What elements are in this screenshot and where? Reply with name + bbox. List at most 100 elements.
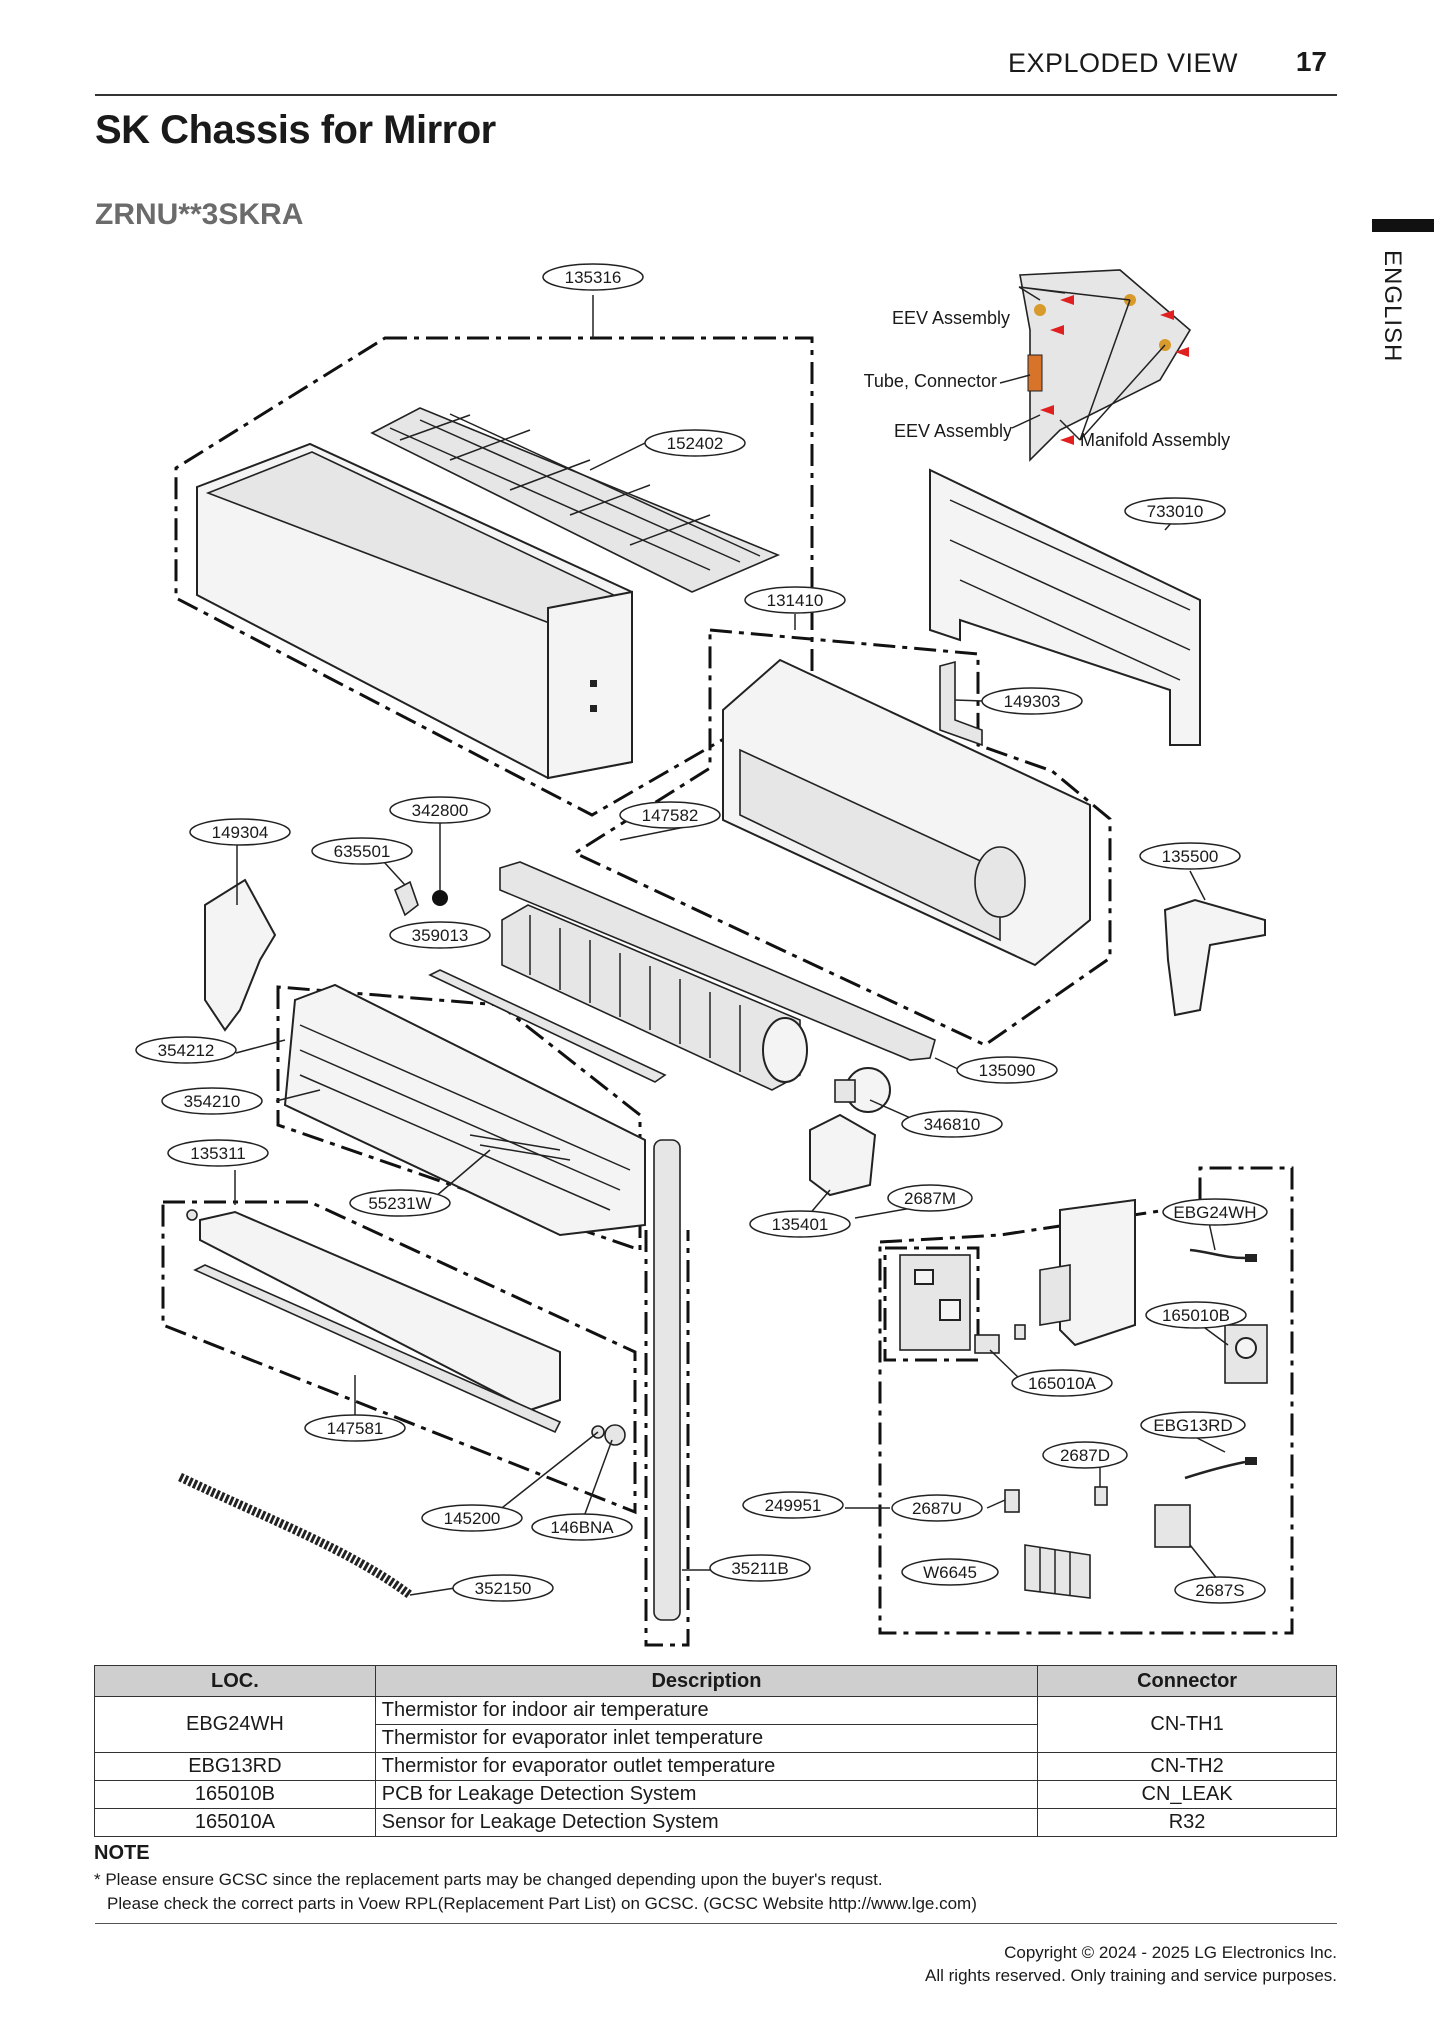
tube-connector-icon bbox=[1027, 354, 1043, 392]
note-line-1: * Please ensure GCSC since the replaceme… bbox=[94, 1870, 883, 1889]
svg-text:35211B: 35211B bbox=[731, 1559, 788, 1578]
svg-text:145200: 145200 bbox=[444, 1509, 501, 1528]
callout-149304[interactable]: 149304 bbox=[189, 818, 291, 846]
svg-text:W6645: W6645 bbox=[923, 1563, 977, 1582]
callout-EBG24WH[interactable]: EBG24WH bbox=[1162, 1198, 1268, 1226]
callout-165010B[interactable]: 165010B bbox=[1145, 1301, 1247, 1329]
callout-145200[interactable]: 145200 bbox=[421, 1504, 523, 1532]
part-drain-hose bbox=[178, 1472, 413, 1599]
svg-text:147581: 147581 bbox=[327, 1419, 384, 1438]
part-main-pcb bbox=[899, 1254, 971, 1351]
svg-text:135090: 135090 bbox=[979, 1061, 1036, 1080]
callout-146BNA[interactable]: 146BNA bbox=[531, 1513, 633, 1541]
part-strip-354212 bbox=[428, 969, 667, 1083]
eev-assembly-top-label: EEV Assembly bbox=[892, 308, 1010, 328]
table-row: 165010B PCB for Leakage Detection System… bbox=[94, 1780, 1337, 1809]
part-control-box bbox=[1039, 1198, 1136, 1347]
svg-text:135401: 135401 bbox=[772, 1215, 829, 1234]
part-evaporator bbox=[283, 983, 646, 1237]
callout-2687U[interactable]: 2687U bbox=[891, 1494, 983, 1522]
page-title: SK Chassis for Mirror bbox=[95, 108, 496, 152]
model-number: ZRNU**3SKRA bbox=[95, 198, 304, 231]
note-heading: NOTE bbox=[94, 1842, 150, 1864]
connector-cell: CN-TH1 bbox=[1037, 1696, 1337, 1753]
callout-2687S[interactable]: 2687S bbox=[1174, 1576, 1266, 1604]
language-tab-label[interactable]: ENGLISH bbox=[1379, 250, 1406, 363]
callout-W6645[interactable]: W6645 bbox=[901, 1558, 999, 1586]
description-cell: Thermistor for evaporator inlet temperat… bbox=[374, 1724, 1039, 1753]
callout-147581[interactable]: 147581 bbox=[304, 1414, 406, 1442]
cabinet-button-icon bbox=[590, 680, 597, 687]
parts-table: LOC. Description Connector EBG24WH Therm… bbox=[94, 1665, 1337, 1837]
part-screw-135311 bbox=[186, 1209, 198, 1221]
callout-135401[interactable]: 135401 bbox=[749, 1210, 851, 1238]
part-thermistor-EBG24WH bbox=[1189, 1248, 1257, 1262]
valve-icon bbox=[1034, 304, 1046, 316]
part-2687D bbox=[1094, 1486, 1108, 1506]
part-front-grille bbox=[370, 407, 781, 593]
svg-text:149304: 149304 bbox=[212, 823, 269, 842]
callout-EBG13RD[interactable]: EBG13RD bbox=[1140, 1411, 1246, 1439]
part-vane-135090 bbox=[499, 861, 936, 1061]
part-cabinet-frame bbox=[196, 442, 633, 780]
svg-text:55231W: 55231W bbox=[368, 1194, 431, 1213]
part-fan-blower bbox=[501, 904, 808, 1091]
group-boundaries bbox=[161, 336, 1294, 1647]
page-number: 17 bbox=[1295, 46, 1327, 77]
connector-cell: CN-TH2 bbox=[1037, 1752, 1337, 1781]
svg-text:354212: 354212 bbox=[158, 1041, 215, 1060]
part-2687S bbox=[1154, 1504, 1191, 1548]
callout-354210[interactable]: 354210 bbox=[161, 1087, 263, 1115]
svg-text:165010A: 165010A bbox=[1028, 1374, 1097, 1393]
part-piping-column bbox=[653, 1139, 681, 1621]
callout-135316[interactable]: 135316 bbox=[542, 263, 644, 291]
callout-55231W[interactable]: 55231W bbox=[349, 1189, 451, 1217]
column-header-description: Description bbox=[374, 1665, 1039, 1697]
callout-147582[interactable]: 147582 bbox=[619, 801, 721, 829]
callout-135090[interactable]: 135090 bbox=[956, 1056, 1058, 1084]
callout-149303[interactable]: 149303 bbox=[981, 687, 1083, 715]
callout-346810[interactable]: 346810 bbox=[901, 1110, 1003, 1138]
tube-connector-label: Tube, Connector bbox=[864, 371, 997, 391]
svg-text:359013: 359013 bbox=[412, 926, 469, 945]
part-eev-manifold bbox=[1019, 269, 1192, 462]
callout-359013[interactable]: 359013 bbox=[389, 921, 491, 949]
callout-135311[interactable]: 135311 bbox=[167, 1139, 269, 1167]
header-divider bbox=[95, 94, 1337, 96]
part-side-bracket-right bbox=[1163, 898, 1266, 1017]
callout-635501[interactable]: 635501 bbox=[311, 837, 413, 865]
description-cell: Sensor for Leakage Detection System bbox=[374, 1808, 1039, 1837]
callout-352150[interactable]: 352150 bbox=[452, 1574, 554, 1602]
svg-text:635501: 635501 bbox=[334, 842, 391, 861]
callout-135500[interactable]: 135500 bbox=[1139, 842, 1241, 870]
connector-cell: R32 bbox=[1037, 1808, 1337, 1837]
connector-cell: CN_LEAK bbox=[1037, 1780, 1337, 1809]
svg-text:2687S: 2687S bbox=[1195, 1581, 1244, 1600]
callout-2687D[interactable]: 2687D bbox=[1042, 1441, 1128, 1469]
part-2687U bbox=[1004, 1489, 1020, 1513]
table-header-row: LOC. Description Connector bbox=[94, 1665, 1337, 1697]
part-terminal-W6645 bbox=[1024, 1544, 1091, 1599]
svg-text:352150: 352150 bbox=[475, 1579, 532, 1598]
svg-text:EBG13RD: EBG13RD bbox=[1153, 1416, 1232, 1435]
callout-165010A[interactable]: 165010A bbox=[1011, 1369, 1113, 1397]
section-title: EXPLODED VIEW bbox=[1007, 48, 1238, 78]
part-bracket-149303 bbox=[939, 660, 983, 747]
copyright-text: Copyright © 2024 - 2025 LG Electronics I… bbox=[1004, 1943, 1337, 1962]
part-chassis bbox=[722, 658, 1091, 967]
callout-354212[interactable]: 354212 bbox=[135, 1036, 237, 1064]
loc-cell: EBG13RD bbox=[94, 1752, 376, 1781]
part-small-fittings bbox=[591, 1424, 626, 1446]
callout-249951[interactable]: 249951 bbox=[742, 1491, 844, 1519]
callout-342800[interactable]: 342800 bbox=[389, 796, 491, 824]
callout-152402[interactable]: 152402 bbox=[644, 429, 746, 457]
callout-2687M[interactable]: 2687M bbox=[887, 1184, 973, 1212]
svg-text:2687D: 2687D bbox=[1060, 1446, 1110, 1465]
language-tab-marker bbox=[1372, 219, 1434, 232]
svg-text:152402: 152402 bbox=[667, 434, 724, 453]
callout-733010[interactable]: 733010 bbox=[1124, 497, 1226, 525]
callout-131410[interactable]: 131410 bbox=[744, 586, 846, 614]
column-header-connector: Connector bbox=[1037, 1665, 1337, 1697]
callout-35211B[interactable]: 35211B bbox=[709, 1554, 811, 1582]
loc-cell: EBG24WH bbox=[94, 1696, 376, 1753]
